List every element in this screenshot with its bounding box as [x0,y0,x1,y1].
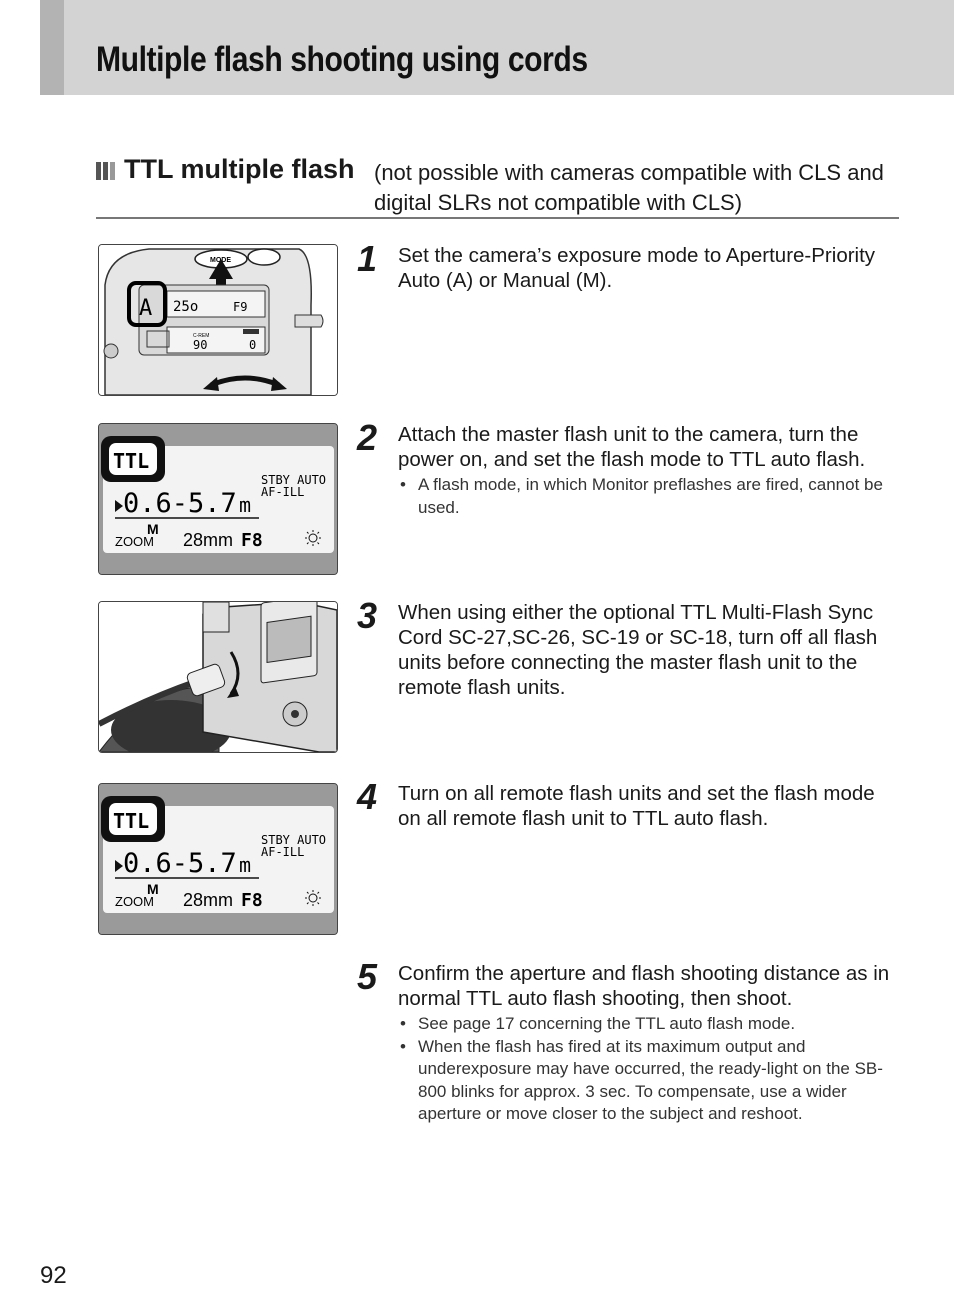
step-3-number: 3 [357,595,378,636]
zoom-label: ZOOM [115,894,154,909]
ttl-indicator: TTL [113,809,149,833]
step-5-text: Confirm the aperture and flash shooting … [398,962,890,1010]
section-marker-icon [96,162,120,180]
zoom-label: ZOOM [115,534,154,549]
step-1-text: Set the camera’s exposure mode to Apertu… [398,244,876,292]
step-2-bullet: A flash mode, in which Monitor preflashe… [398,474,894,519]
afill-indicator: AF-ILL [261,485,304,499]
stby-indicator: STBY AUTO [261,833,326,847]
section-note: (not possible with cameras compatible wi… [374,160,884,215]
page-number: 92 [40,1262,67,1289]
focal-length: 28mm [183,530,233,550]
step-4-text: Turn on all remote flash units and set t… [398,782,875,830]
step-3-text: When using either the optional TTL Multi… [398,601,878,699]
lcd-aperture: F9 [233,300,247,314]
step-2-number: 2 [357,417,378,458]
flash-aperture: F8 [241,530,263,551]
step-5-bullet: When the flash has fired at its maximum … [398,1036,894,1126]
range-readout: 0.6-5.7 [123,488,237,519]
range-unit: m [239,493,251,517]
lcd-shutter: 25o [173,299,198,315]
section-divider [96,217,899,219]
zoom-mode: M [147,881,159,897]
stby-indicator: STBY AUTO [261,473,326,487]
step-4-number: 4 [357,776,378,817]
focal-length: 28mm [183,890,233,910]
up-arrow-icon [209,259,233,307]
afill-indicator: AF-ILL [261,845,304,859]
flash-lcd-illustration-1: TTL STBY AUTO AF-ILL 0.6-5.7 m M ZOOM 28… [98,423,338,575]
mode-highlight [127,281,167,327]
lcd-frame: 0 [249,338,256,352]
step-2-text-block: Attach the master flash unit to the came… [398,422,894,519]
step-2-text: Attach the master flash unit to the came… [398,423,866,471]
lcd-mode: A [139,296,152,321]
zoom-mode: M [147,521,159,537]
step-1-text-block: Set the camera’s exposure mode to Apertu… [398,243,894,293]
step-5-number: 5 [357,956,378,997]
lcd-crem: C-REM [193,333,209,339]
step-1-number: 1 [357,238,378,279]
step-4-text-block: Turn on all remote flash units and set t… [398,781,894,831]
range-unit: m [239,853,251,877]
camera-top-illustration: MODE A 25o F9 C-REM 90 0 [98,244,338,396]
sun-icon [305,530,321,546]
step-5-bullet: See page 17 concerning the TTL auto flas… [398,1013,894,1036]
flash-aperture: F8 [241,890,263,911]
range-readout: 0.6-5.7 [123,848,237,879]
step-5-text-block: Confirm the aperture and flash shooting … [398,961,894,1126]
section-title: TTL multiple flash [124,154,355,184]
ttl-indicator: TTL [113,449,149,473]
header-tab [40,0,64,95]
rotate-arrow-icon [227,686,239,698]
header-bar [40,0,954,95]
sync-cord-illustration [98,601,338,753]
step-3-text-block: When using either the optional TTL Multi… [398,600,894,700]
page-title: Multiple flash shooting using cords [96,40,588,79]
flash-lcd-illustration-2: TTL STBY AUTO AF-ILL 0.6-5.7 m M ZOOM 28… [98,783,338,935]
lcd-count: 90 [193,338,207,352]
sun-icon [305,890,321,906]
